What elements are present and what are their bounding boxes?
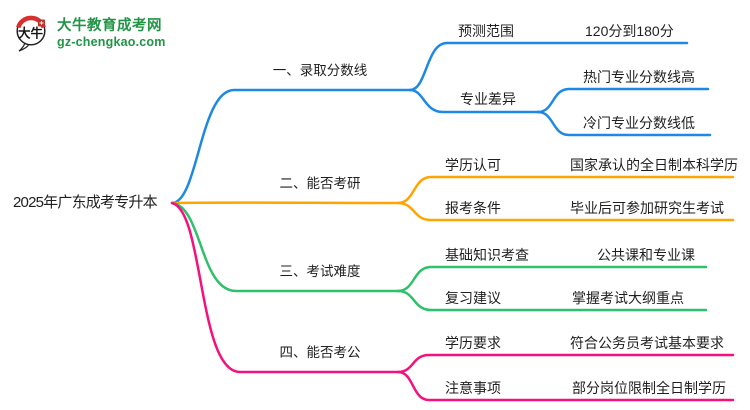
branch-4-leaf-1-1: 符合公务员考试基本要求 xyxy=(570,335,724,351)
branch-3-leaf-1-1: 公共课和专业课 xyxy=(597,247,695,263)
site-logo: 大牛 大牛教育成考网 gz-chengkao.com xyxy=(13,14,166,52)
branch-2-wires xyxy=(170,175,735,222)
branch-2-child-1: 学历认可 xyxy=(445,157,501,173)
root-node: 2025年广东成考专升本 xyxy=(13,194,158,211)
branch-2-child-2: 报考条件 xyxy=(445,200,501,216)
branch-4-topic: 四、能否考公 xyxy=(279,345,361,360)
svg-text:大牛: 大牛 xyxy=(18,26,44,41)
branch-1-wires xyxy=(170,41,712,205)
branch-1-child-1: 预测范围 xyxy=(458,23,514,39)
branch-1-topic: 一、录取分数线 xyxy=(272,63,368,78)
branch-1-leaf-2-1: 热门专业分数线高 xyxy=(583,69,695,85)
daniu-logo-icon: 大牛 xyxy=(16,15,46,52)
branch-1-leaf-2-2: 冷门专业分数线低 xyxy=(583,115,695,131)
branch-3-wires xyxy=(170,201,708,312)
branch-4-leaf-2-1: 部分岗位限制全日制学历 xyxy=(572,380,726,396)
logo-title: 大牛教育成考网 xyxy=(57,18,162,34)
branch-3-child-1: 基础知识考查 xyxy=(445,247,529,263)
branch-4-child-1: 学历要求 xyxy=(445,335,501,351)
branch-1-leaf-1-1: 120分到180分 xyxy=(585,23,674,39)
branch-3-leaf-2-1: 掌握考试大纲重点 xyxy=(572,290,684,306)
branch-1-child-2: 专业差异 xyxy=(460,91,516,107)
branch-2-leaf-2-1: 毕业后可参加研究生考试 xyxy=(570,200,724,216)
logo-domain: gz-chengkao.com xyxy=(57,35,166,49)
branch-4-wires xyxy=(170,201,735,402)
branch-3-topic: 三、考试难度 xyxy=(279,264,361,279)
branch-3-child-2: 复习建议 xyxy=(445,290,501,306)
branch-2-leaf-1-1: 国家承认的全日制本科学历 xyxy=(570,157,738,173)
branch-4-child-2: 注意事项 xyxy=(445,380,501,396)
branch-2-topic: 二、能否考研 xyxy=(279,176,361,191)
